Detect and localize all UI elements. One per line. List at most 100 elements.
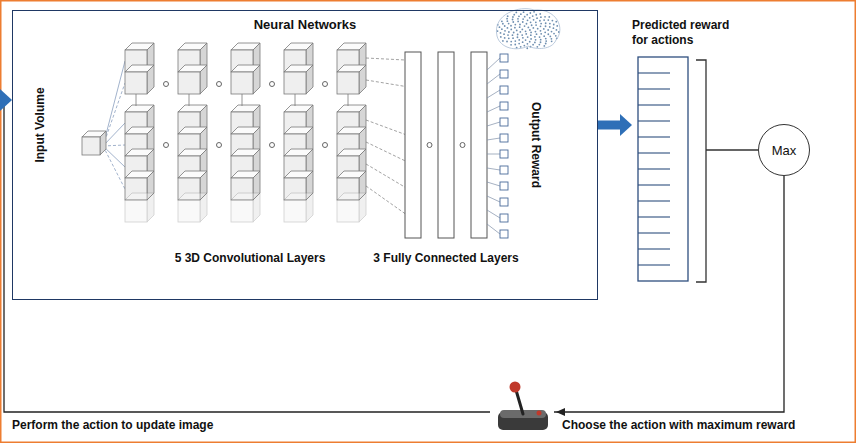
brain-dot xyxy=(507,15,509,17)
brain-dot xyxy=(510,44,512,46)
brain-dot xyxy=(500,36,502,38)
cube xyxy=(178,149,207,178)
brain-dot xyxy=(553,33,555,35)
cube xyxy=(284,127,313,156)
brain-dot xyxy=(519,24,521,26)
output-unit xyxy=(500,54,508,62)
output-line xyxy=(487,196,500,202)
brain-dot xyxy=(499,26,501,28)
cube-front xyxy=(284,72,306,94)
cube-front xyxy=(178,200,200,222)
brain-dot xyxy=(502,23,504,25)
brain-dot xyxy=(530,31,532,33)
brain-outline xyxy=(496,9,559,49)
brain-dot xyxy=(504,30,506,32)
reward-slot xyxy=(638,88,670,89)
reward-bar xyxy=(636,56,692,284)
cube xyxy=(82,131,106,155)
cube xyxy=(284,149,313,178)
brain-dot xyxy=(513,14,515,16)
brain-dot xyxy=(538,44,540,46)
cube-side xyxy=(253,65,260,94)
brain-dot xyxy=(522,18,524,20)
cube xyxy=(337,149,366,178)
cube xyxy=(178,171,207,200)
brain-dot xyxy=(540,33,542,35)
pool-dot xyxy=(270,143,275,148)
output-line xyxy=(487,154,500,155)
joystick-button xyxy=(537,411,542,416)
brain-dot xyxy=(534,42,536,44)
cube xyxy=(337,43,366,72)
cube xyxy=(125,171,154,200)
brain-dot xyxy=(530,38,532,40)
cube-front xyxy=(284,200,306,222)
brain-dot xyxy=(500,32,502,34)
brain-dot xyxy=(497,30,499,32)
cube-front xyxy=(337,72,359,94)
reward-slot xyxy=(638,120,670,121)
pool-dot xyxy=(217,143,222,148)
reward-slot xyxy=(638,200,670,201)
brain-dot xyxy=(502,40,504,42)
brain-dot xyxy=(529,12,531,14)
cube xyxy=(125,149,154,178)
brain-dot xyxy=(539,13,541,15)
stack-link xyxy=(189,94,190,106)
output-unit xyxy=(500,150,508,158)
brain-dot xyxy=(510,41,512,43)
output-line xyxy=(487,58,500,70)
brain-dot xyxy=(539,20,541,22)
brain-dot xyxy=(518,43,520,45)
cube xyxy=(178,65,207,94)
cube-side xyxy=(306,193,313,222)
brain-dot xyxy=(523,11,525,13)
output-unit xyxy=(500,182,508,190)
brain-dot xyxy=(540,41,542,43)
cube xyxy=(231,171,260,200)
output-unit xyxy=(500,118,508,126)
brain-dot xyxy=(530,21,532,23)
brain-dot xyxy=(536,17,538,19)
brain-dot xyxy=(532,44,534,46)
output-unit xyxy=(500,102,508,110)
brain-dot xyxy=(530,34,532,36)
brain-dot xyxy=(516,29,518,31)
cube-side xyxy=(147,193,154,222)
conv-layers xyxy=(82,43,366,222)
brain-dot xyxy=(551,20,553,22)
pool-dot xyxy=(323,143,328,148)
fan-line xyxy=(366,120,405,134)
cube-front xyxy=(231,72,253,94)
node-text: Max xyxy=(772,143,797,158)
brain-dot xyxy=(504,37,506,39)
output-line xyxy=(487,106,500,112)
fc-dot xyxy=(427,143,432,148)
brain-dot xyxy=(504,25,506,27)
cube-front xyxy=(82,137,100,155)
output-line xyxy=(487,224,500,234)
brain-dot xyxy=(555,21,557,23)
cube xyxy=(284,43,313,72)
brain-dot xyxy=(503,33,505,35)
reward-slot xyxy=(638,184,670,185)
brain-dot xyxy=(522,21,524,23)
output-label: Output Reward xyxy=(529,102,543,188)
brain-dot xyxy=(515,12,517,14)
brain-dot xyxy=(551,38,553,40)
node-text: Predicted reward for actions xyxy=(632,18,744,48)
cube-side xyxy=(306,65,313,94)
fan-line xyxy=(366,142,405,161)
output-unit xyxy=(500,70,508,78)
cube xyxy=(337,193,366,222)
cube xyxy=(231,149,260,178)
brain-dot xyxy=(519,31,521,33)
brain-dot xyxy=(510,25,512,27)
brain-dot xyxy=(525,39,527,41)
brain-dot xyxy=(525,33,527,35)
stack-link xyxy=(295,94,296,106)
